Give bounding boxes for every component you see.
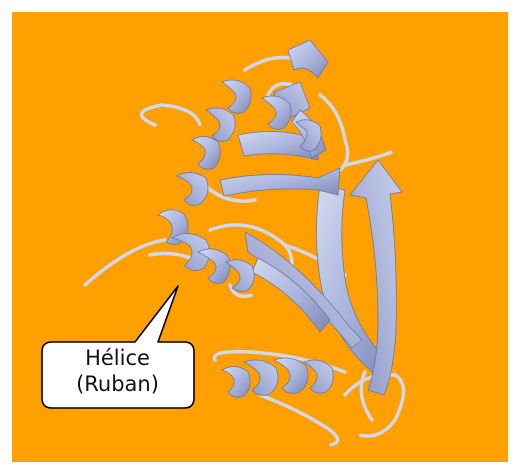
protein-ribbon-figure — [0, 0, 520, 475]
